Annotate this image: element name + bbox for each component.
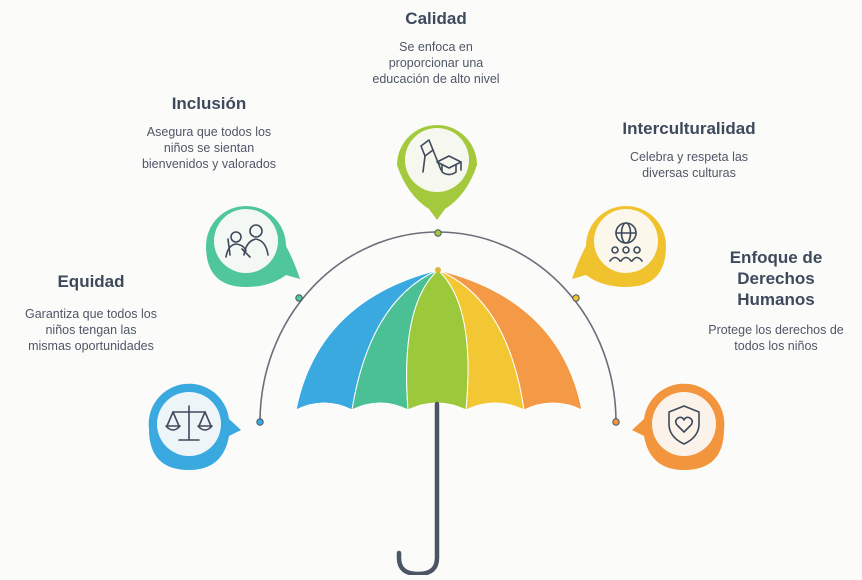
description-line: Celebra y respeta las <box>629 150 749 164</box>
umbrella-handle <box>396 401 440 577</box>
item-title: Interculturalidad <box>622 119 756 138</box>
globe-group-icon <box>609 222 643 262</box>
people-icon <box>225 224 269 258</box>
description-line: Protege los derechos de <box>708 323 844 337</box>
title-line: Enfoque de <box>729 248 823 267</box>
item-derechos: Enfoque de Derechos Humanos Protege los … <box>690 247 862 354</box>
item-description: Se enfoca en proporcionar una educación … <box>331 39 541 87</box>
connector-dot-derechos <box>612 418 620 426</box>
title-line: Derechos <box>737 269 815 288</box>
icon-bubble-derechos <box>632 383 725 470</box>
connector-dot-interculturalidad <box>572 294 580 302</box>
title-line: Humanos <box>737 290 815 309</box>
icon-bubble-calidad <box>397 125 477 220</box>
description-line: todos los niños <box>734 339 818 353</box>
scale-icon <box>165 405 213 441</box>
item-description: Asegura que todos los niños se sientan b… <box>104 124 314 172</box>
description-line: educación de alto nivel <box>372 72 500 86</box>
item-title: Calidad <box>405 9 467 28</box>
item-title: Enfoque de Derechos Humanos <box>690 247 862 310</box>
item-interculturalidad: Interculturalidad Celebra y respeta las … <box>574 118 804 181</box>
description-line: niños se sientan <box>163 141 255 155</box>
description-line: mismas oportunidades <box>28 339 154 353</box>
description-line: Asegura que todos los <box>146 125 272 139</box>
description-line: Garantiza que todos los <box>24 307 158 321</box>
description-line: proporcionar una <box>388 56 484 70</box>
icon-bubble-inclusion <box>206 206 300 287</box>
umbrella-panel-orange <box>437 269 583 411</box>
description-line: niños tengan las <box>45 323 137 337</box>
umbrella-canopy <box>295 267 583 411</box>
item-description: Celebra y respeta las diversas culturas <box>574 149 804 181</box>
description-line: diversas culturas <box>642 166 736 180</box>
umbrella-tip <box>435 267 441 273</box>
connector-dot-equidad <box>256 418 264 426</box>
teaching-icon <box>420 139 462 176</box>
item-title: Equidad <box>57 272 125 291</box>
icon-bubble-equidad <box>148 383 242 470</box>
shield-heart-icon <box>668 405 700 445</box>
description-line: bienvenidos y valorados <box>141 157 277 171</box>
item-equidad: Equidad Garantiza que todos los niños te… <box>0 271 182 354</box>
description-line: Se enfoca en <box>399 40 473 54</box>
connector-dot-inclusion <box>295 294 303 302</box>
icon-bubble-interculturalidad <box>572 206 666 287</box>
item-inclusion: Inclusión Asegura que todos los niños se… <box>104 93 314 172</box>
item-description: Protege los derechos de todos los niños <box>690 322 862 354</box>
item-description: Garantiza que todos los niños tengan las… <box>0 306 182 354</box>
connector-dot-calidad <box>434 229 442 237</box>
item-title: Inclusión <box>171 94 247 113</box>
item-calidad: Calidad Se enfoca en proporcionar una ed… <box>331 8 541 87</box>
